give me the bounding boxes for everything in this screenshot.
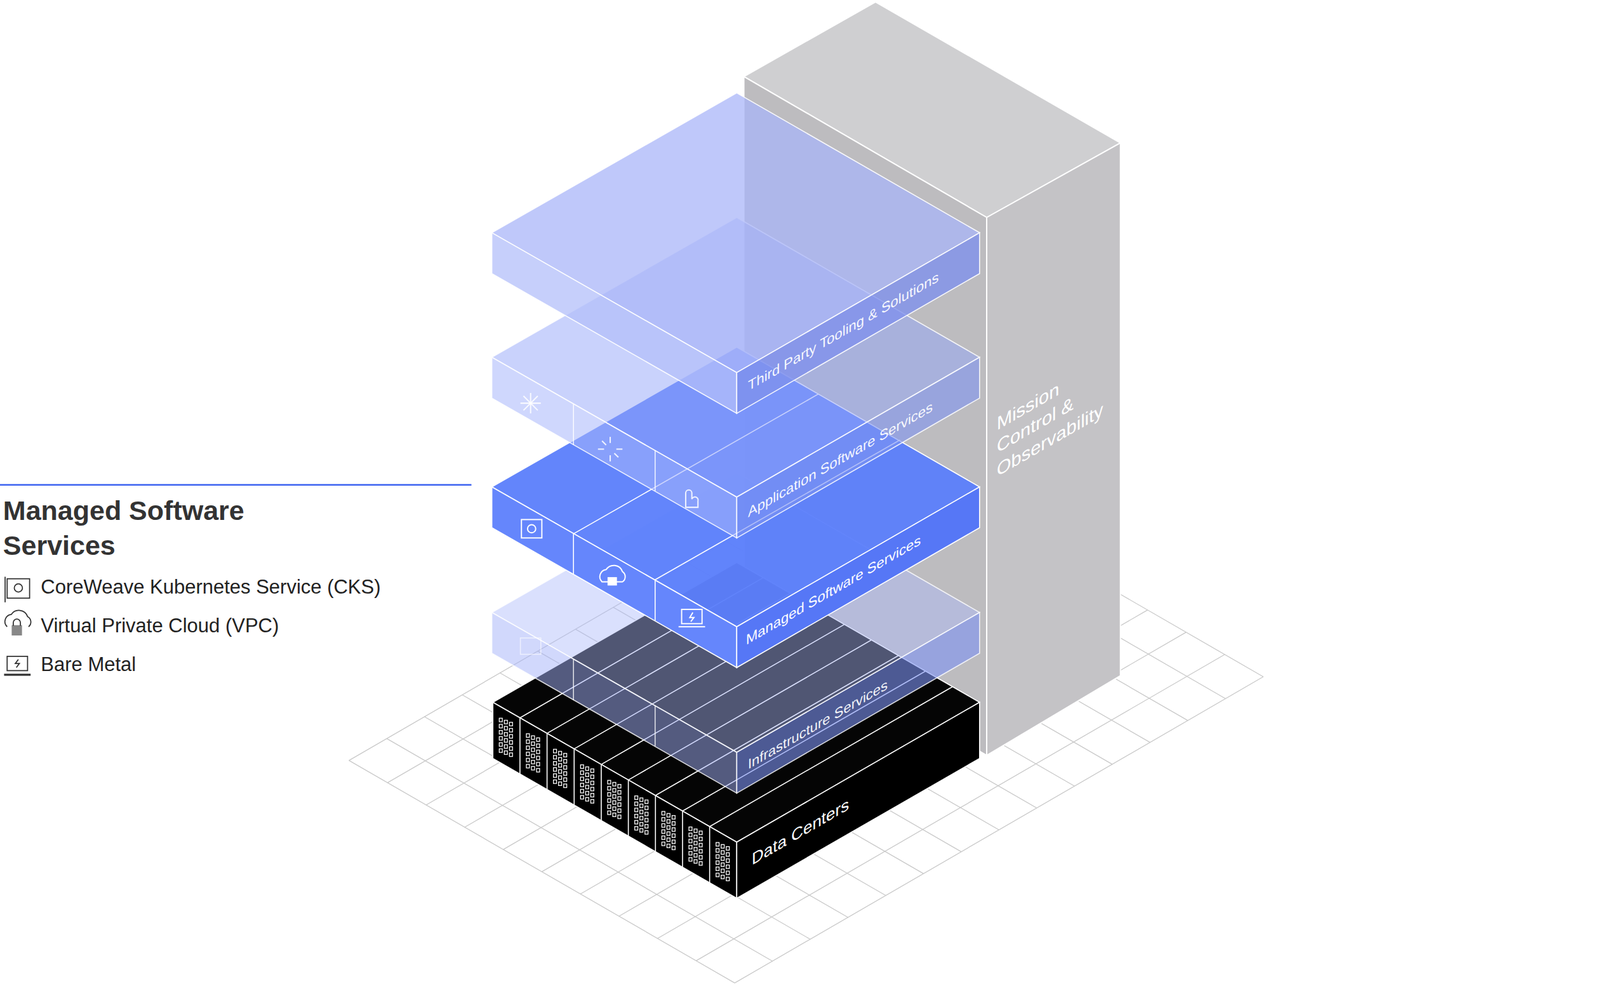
slab-divider — [572, 659, 574, 701]
legend-icons — [3, 576, 31, 675]
slab-left-face — [492, 233, 738, 414]
building-icon — [526, 733, 540, 773]
faint-icon — [520, 638, 541, 655]
leader-line — [0, 484, 472, 486]
hand-icon — [685, 490, 699, 508]
slab-top — [492, 92, 980, 373]
building-icon — [661, 811, 675, 850]
bare-metal-icon — [678, 609, 706, 627]
building-icon — [607, 780, 621, 819]
legend-text: CoreWeave Kubernetes Service (CKS) — [40, 575, 381, 599]
building-icon — [688, 827, 703, 866]
cks-icon — [5, 576, 30, 602]
vpc-icon — [5, 610, 32, 635]
slab-divider — [654, 705, 656, 747]
third-party-slab — [492, 92, 980, 414]
building-icon — [634, 796, 649, 835]
bare-metal-icon — [3, 656, 31, 675]
slab-divider — [654, 579, 656, 621]
slab-divider — [572, 533, 574, 575]
building-icon — [553, 749, 567, 788]
building-icon — [716, 842, 730, 881]
legend-text: Bare Metal — [40, 653, 136, 677]
cks-icon — [521, 519, 542, 538]
pillar-front-face — [986, 142, 1121, 756]
building-icon — [499, 718, 513, 757]
slab-divider — [572, 404, 574, 446]
vpc-icon — [600, 565, 626, 586]
spark-icon — [598, 436, 623, 462]
building-icon — [580, 765, 594, 804]
heading: Managed Software Services — [3, 493, 283, 565]
slab-right-face — [736, 233, 980, 414]
legend-text: Virtual Private Cloud (VPC) — [40, 614, 279, 638]
slab-divider — [654, 450, 656, 491]
snowflake-icon — [520, 393, 541, 414]
